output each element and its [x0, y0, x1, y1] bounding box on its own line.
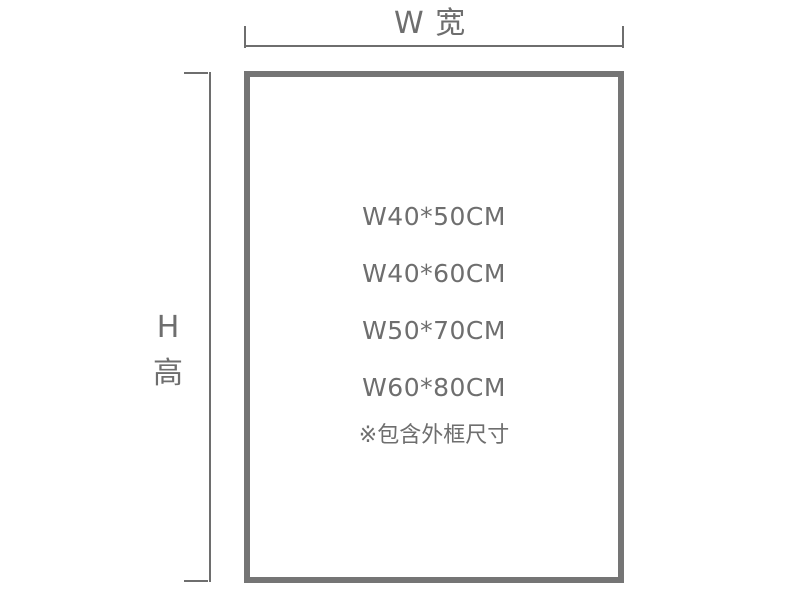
height-label-h: H	[148, 308, 188, 348]
height-tick-top	[184, 72, 208, 74]
size-option-1: W40*50CM	[362, 202, 506, 231]
height-label-gao: 高	[148, 354, 188, 394]
size-option-3: W50*70CM	[362, 316, 506, 345]
width-tick-left	[244, 26, 246, 48]
height-tick-bottom	[184, 580, 208, 582]
picture-frame	[244, 71, 624, 583]
width-dimension-line	[244, 45, 624, 47]
size-option-2: W40*60CM	[362, 259, 506, 288]
width-label: W 宽	[394, 6, 467, 41]
frame-size-note: ※包含外框尺寸	[358, 423, 510, 448]
size-option-4: W60*80CM	[362, 373, 506, 402]
height-dimension-line	[209, 72, 211, 582]
width-tick-right	[622, 26, 624, 48]
